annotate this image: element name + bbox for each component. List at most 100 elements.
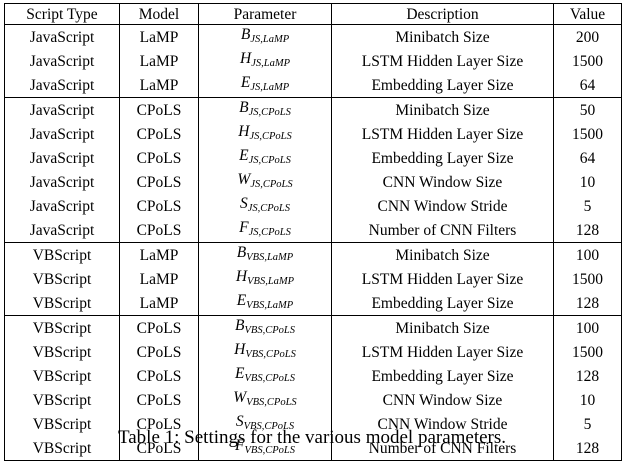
parameter-symbol: E	[239, 147, 249, 164]
cell-value: 50	[553, 97, 622, 122]
parameter-symbol: H	[235, 268, 248, 285]
cell-value: 5	[553, 412, 622, 436]
cell-script-type: VBScript	[4, 412, 120, 436]
cell-description: Embedding Layer Size	[331, 146, 554, 170]
cell-script-type: VBScript	[4, 267, 120, 291]
parameter-subscript: VBS,CPoLS	[243, 421, 295, 432]
cell-model: LaMP	[119, 267, 199, 291]
cell-script-type: JavaScript	[4, 97, 120, 122]
cell-model: CPoLS	[119, 340, 199, 364]
parameter-symbol: E	[235, 365, 245, 382]
cell-value: 1500	[553, 340, 622, 364]
cell-description: CNN Window Stride	[331, 412, 554, 436]
parameter-subscript: JS,LaMP	[251, 58, 290, 69]
cell-model: CPoLS	[119, 122, 199, 146]
cell-value: 64	[553, 146, 622, 170]
cell-value: 10	[553, 388, 622, 412]
parameter-subscript: JS,LaMP	[250, 34, 290, 45]
parameter-subscript: VBS,LaMP	[246, 252, 294, 263]
cell-value: 100	[553, 315, 622, 340]
cell-description: CNN Window Size	[331, 388, 554, 412]
parameter-subscript: JS,LaMP	[250, 82, 290, 93]
parameter-subscript: VBS,CPoLS	[244, 325, 295, 336]
cell-description: LSTM Hidden Layer Size	[331, 340, 554, 364]
cell-script-type: VBScript	[4, 242, 120, 267]
parameter-symbol: F	[235, 437, 245, 454]
cell-parameter: HJS,LaMP	[198, 49, 332, 73]
cell-value: 1500	[553, 267, 622, 291]
cell-model: CPoLS	[119, 388, 199, 412]
cell-model: CPoLS	[119, 170, 199, 194]
parameter-symbol: F	[239, 219, 249, 236]
cell-parameter: BVBS,CPoLS	[198, 315, 332, 340]
parameter-subscript: JS,CPoLS	[248, 107, 291, 118]
cell-script-type: JavaScript	[4, 218, 120, 243]
cell-parameter: HVBS,CPoLS	[198, 340, 332, 364]
cell-parameter: HVBS,LaMP	[198, 267, 332, 291]
cell-description: Embedding Layer Size	[331, 364, 554, 388]
cell-description: LSTM Hidden Layer Size	[331, 122, 554, 146]
parameter-symbol: B	[236, 244, 247, 261]
cell-parameter: EVBS,LaMP	[198, 291, 332, 316]
parameter-subscript: VBS,LaMP	[246, 300, 294, 311]
parameter-symbol: S	[235, 413, 244, 430]
cell-description: CNN Window Size	[331, 170, 554, 194]
cell-parameter: SJS,CPoLS	[198, 194, 332, 218]
cell-description: Minibatch Size	[331, 24, 554, 49]
parameter-subscript: JS,CPoLS	[248, 227, 291, 238]
cell-script-type: VBScript	[4, 340, 120, 364]
cell-parameter: BVBS,LaMP	[198, 242, 332, 267]
parameter-symbol: E	[236, 292, 247, 309]
parameter-symbol: B	[239, 99, 249, 116]
cell-model: LaMP	[119, 49, 199, 73]
parameter-symbol: H	[238, 123, 250, 140]
cell-script-type: VBScript	[4, 364, 120, 388]
parameter-subscript: VBS,CPoLS	[246, 397, 297, 408]
parameter-symbol: W	[233, 389, 247, 406]
cell-model: LaMP	[119, 24, 199, 49]
cell-description: Number of CNN Filters	[331, 218, 554, 243]
cell-description: LSTM Hidden Layer Size	[331, 267, 554, 291]
cell-script-type: VBScript	[4, 388, 120, 412]
cell-value: 128	[553, 364, 622, 388]
cell-description: Embedding Layer Size	[331, 73, 554, 98]
parameter-symbol: H	[234, 341, 246, 358]
cell-model: LaMP	[119, 73, 199, 98]
cell-description: CNN Window Stride	[331, 194, 554, 218]
cell-script-type: JavaScript	[4, 24, 120, 49]
cell-value: 100	[553, 242, 622, 267]
parameter-subscript: VBS,CPoLS	[244, 373, 295, 384]
parameters-table: Script Type Model Parameter Description …	[4, 3, 622, 461]
cell-parameter: HJS,CPoLS	[198, 122, 332, 146]
cell-model: CPoLS	[119, 146, 199, 170]
cell-parameter: FJS,CPoLS	[198, 218, 332, 243]
parameter-symbol: B	[235, 317, 245, 334]
header-value: Value	[553, 3, 622, 25]
header-parameter: Parameter	[198, 3, 332, 25]
parameter-subscript: JS,CPoLS	[248, 155, 291, 166]
cell-model: CPoLS	[119, 315, 199, 340]
cell-model: CPoLS	[119, 97, 199, 122]
header-model: Model	[119, 3, 199, 25]
cell-model: CPoLS	[119, 218, 199, 243]
cell-script-type: JavaScript	[4, 73, 120, 98]
parameter-subscript: VBS,CPoLS	[244, 445, 295, 456]
cell-script-type: JavaScript	[4, 146, 120, 170]
cell-parameter: BJS,CPoLS	[198, 97, 332, 122]
cell-value: 1500	[553, 122, 622, 146]
cell-description: Minibatch Size	[331, 242, 554, 267]
